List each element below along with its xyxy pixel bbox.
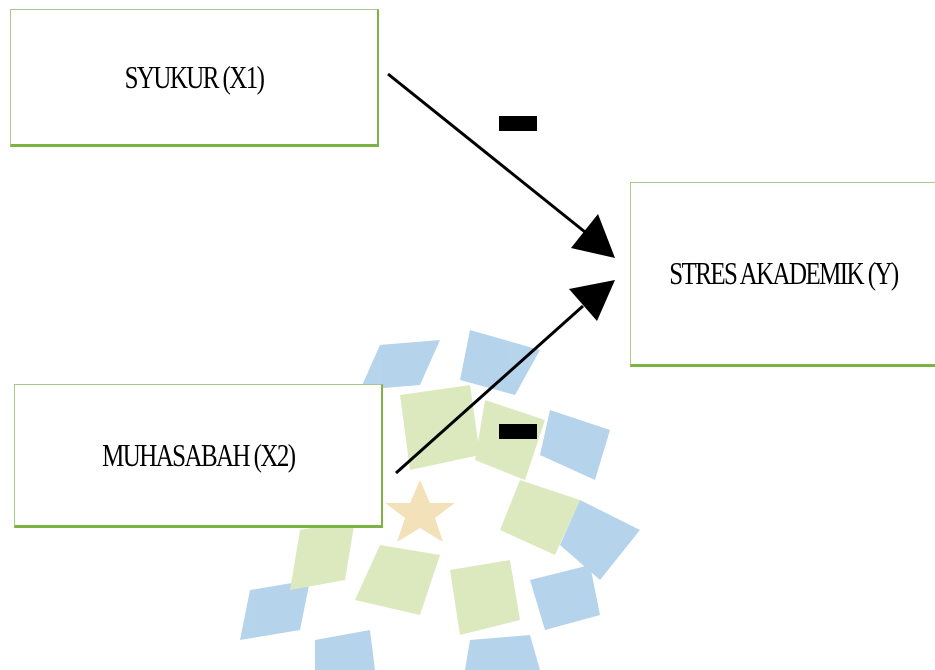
watermark-petal <box>475 400 545 480</box>
arrowhead-x1-to-y <box>571 214 615 258</box>
watermark-petal <box>540 410 610 480</box>
watermark-petal <box>500 480 580 555</box>
arrowhead-x2-to-y <box>569 280 615 321</box>
arrow-x1-to-y <box>387 72 586 234</box>
watermark-petal <box>465 635 540 670</box>
watermark-star <box>385 480 455 542</box>
node-label-muhasabah: MUHASABAH (X2) <box>101 436 296 473</box>
watermark-petal <box>315 630 375 670</box>
watermark-petal <box>400 385 480 470</box>
node-muhasabah: MUHASABAH (X2) <box>14 384 383 528</box>
watermark-petal <box>240 580 310 640</box>
node-label-syukur: SYUKUR (X1) <box>124 58 265 95</box>
watermark-petal <box>530 565 600 630</box>
watermark-petal <box>460 330 540 395</box>
watermark-petal <box>360 340 440 390</box>
node-stres-akademik: STRES AKADEMIK (Y) <box>630 182 935 367</box>
negative-sign-x1 <box>499 116 537 131</box>
arrow-x2-to-y <box>395 304 584 475</box>
watermark-petal <box>560 500 640 580</box>
watermark-petal <box>450 560 520 635</box>
watermark-petal <box>290 520 355 590</box>
node-label-stres-akademik: STRES AKADEMIK (Y) <box>668 255 899 291</box>
negative-sign-x2 <box>499 424 537 439</box>
watermark-petal <box>355 545 440 615</box>
node-syukur: SYUKUR (X1) <box>10 9 379 147</box>
